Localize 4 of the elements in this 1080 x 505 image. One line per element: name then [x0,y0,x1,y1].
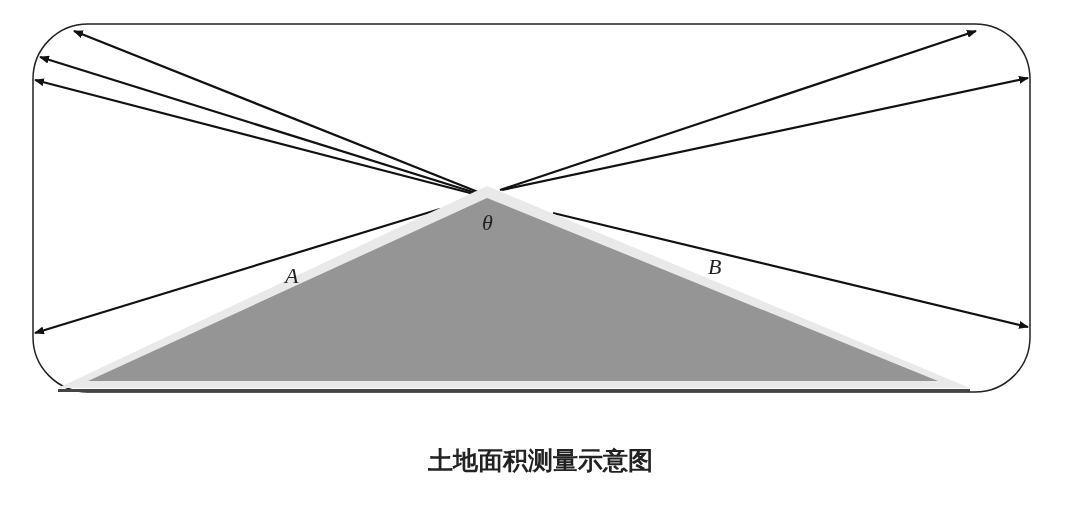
side-label: B [708,256,722,278]
side-label: A [285,265,299,287]
angle-label: θ [482,212,493,234]
figure-caption: 土地面积测量示意图 [427,445,653,477]
